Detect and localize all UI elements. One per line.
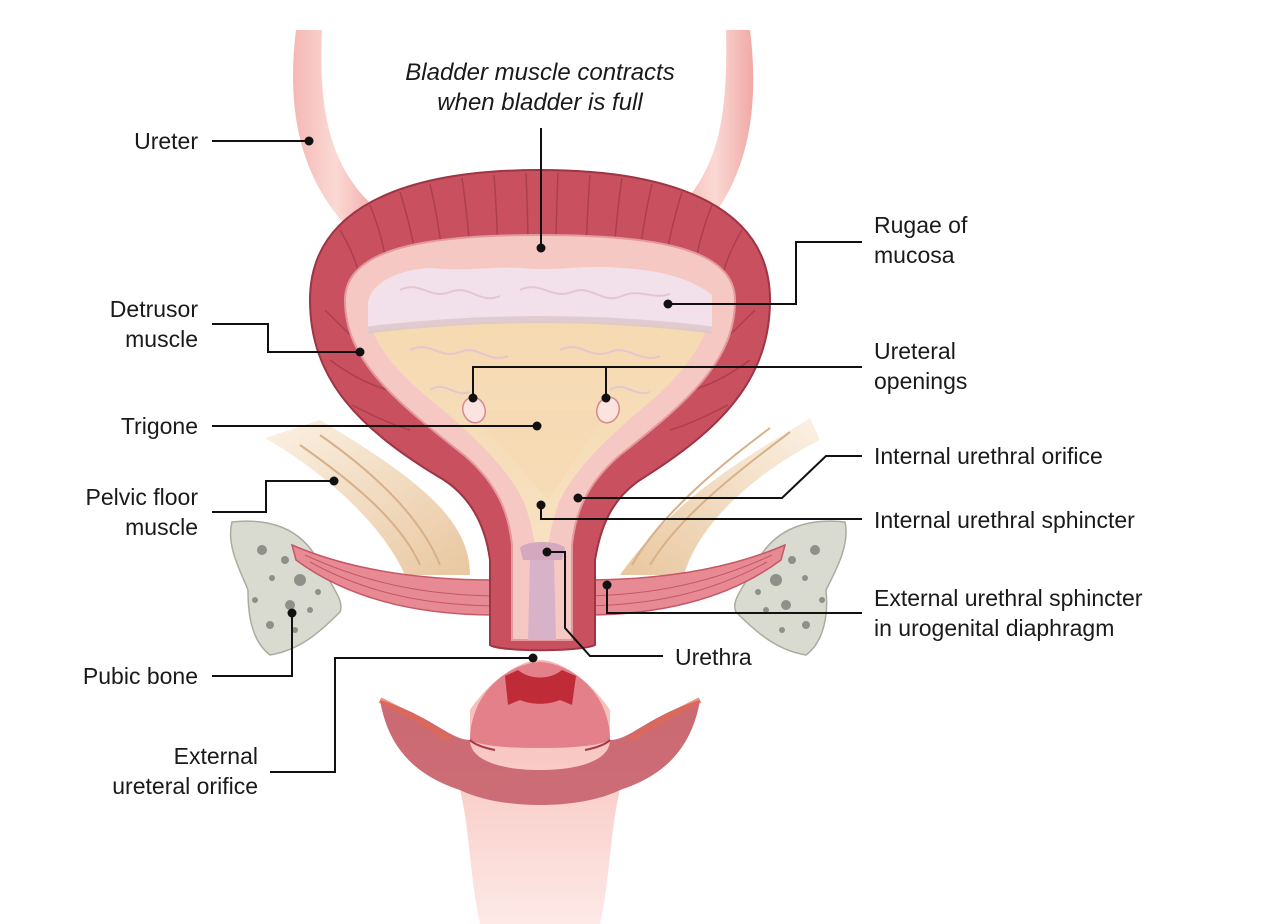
leader-lines — [212, 128, 862, 773]
label-ureteral-openings-line-2: openings — [874, 368, 968, 394]
leader-rugae — [668, 241, 862, 305]
label-pelvic-floor-muscle: Pelvic floor muscle — [86, 482, 198, 542]
leader-ureteral-openings — [472, 366, 862, 398]
bladder-interior — [367, 266, 713, 560]
diagram-title: Bladder muscle contracts when bladder is… — [370, 58, 710, 118]
label-detrusor-muscle: Detrusor muscle — [110, 294, 198, 354]
label-rugae-line-1: Rugae of — [874, 212, 968, 238]
label-internal-urethral-sphincter-text: Internal urethral sphincter — [874, 507, 1135, 533]
leader-internal-urethral-sphincter — [540, 505, 862, 520]
title-line-1: Bladder muscle contracts — [405, 59, 675, 86]
label-rugae-of-mucosa: Rugae of mucosa — [874, 210, 967, 270]
label-urethra: Urethra — [675, 642, 752, 672]
label-internal-urethral-orifice-text: Internal urethral orifice — [874, 443, 1103, 469]
label-internal-urethral-sphincter: Internal urethral sphincter — [874, 505, 1135, 535]
urethra — [520, 542, 565, 640]
pubic-bone-right — [733, 520, 847, 656]
label-external-urethral-sphincter-line-2: in urogenital diaphragm — [874, 615, 1115, 641]
leader-detrusor — [212, 323, 360, 353]
label-external-urethral-sphincter-line-1: External urethral sphincter — [874, 585, 1143, 611]
leader-pubic-bone — [212, 613, 293, 677]
leader-internal-urethral-orifice — [578, 455, 862, 499]
label-ureter-text: Ureter — [134, 128, 198, 154]
ureteral-opening-right — [595, 396, 621, 424]
label-rugae-line-2: mucosa — [874, 242, 955, 268]
pelvic-floor-muscle-right — [620, 418, 820, 575]
title-line-2: when bladder is full — [437, 89, 643, 116]
label-pelvic-floor-line-2: muscle — [125, 514, 198, 540]
label-ureter: Ureter — [134, 126, 198, 156]
label-trigone-text: Trigone — [120, 413, 198, 439]
pelvic-floor-muscle-left — [265, 420, 470, 575]
ureter-right — [676, 30, 754, 232]
leader-pelvic-floor — [212, 480, 334, 513]
label-pubic-bone-text: Pubic bone — [82, 663, 198, 689]
label-detrusor-line-2: muscle — [125, 326, 198, 352]
label-pubic-bone: Pubic bone — [83, 661, 198, 691]
leader-external-urethral-sphincter — [606, 585, 862, 614]
label-ureteral-openings: Ureteral openings — [874, 336, 967, 396]
label-internal-urethral-orifice: Internal urethral orifice — [874, 441, 1103, 471]
leader-dots — [287, 136, 673, 663]
label-external-ureteral-orifice-line-1: External — [173, 743, 258, 769]
label-external-ureteral-orifice-line-2: ureteral orifice — [112, 773, 258, 799]
label-external-urethral-sphincter: External urethral sphincter in urogenita… — [874, 583, 1142, 643]
label-external-ureteral-orifice: External ureteral orifice — [112, 741, 258, 801]
label-detrusor-line-1: Detrusor — [109, 296, 198, 322]
label-ureteral-openings-line-1: Ureteral — [874, 338, 956, 364]
external-structure — [378, 660, 702, 924]
ureter-left — [292, 30, 378, 232]
leader-urethra — [547, 551, 663, 657]
leader-external-ureteral-orifice — [270, 657, 533, 773]
label-urethra-text: Urethra — [675, 644, 752, 670]
label-pelvic-floor-line-1: Pelvic floor — [85, 484, 198, 510]
pubic-bone-left — [229, 520, 342, 656]
label-trigone: Trigone — [121, 411, 198, 441]
